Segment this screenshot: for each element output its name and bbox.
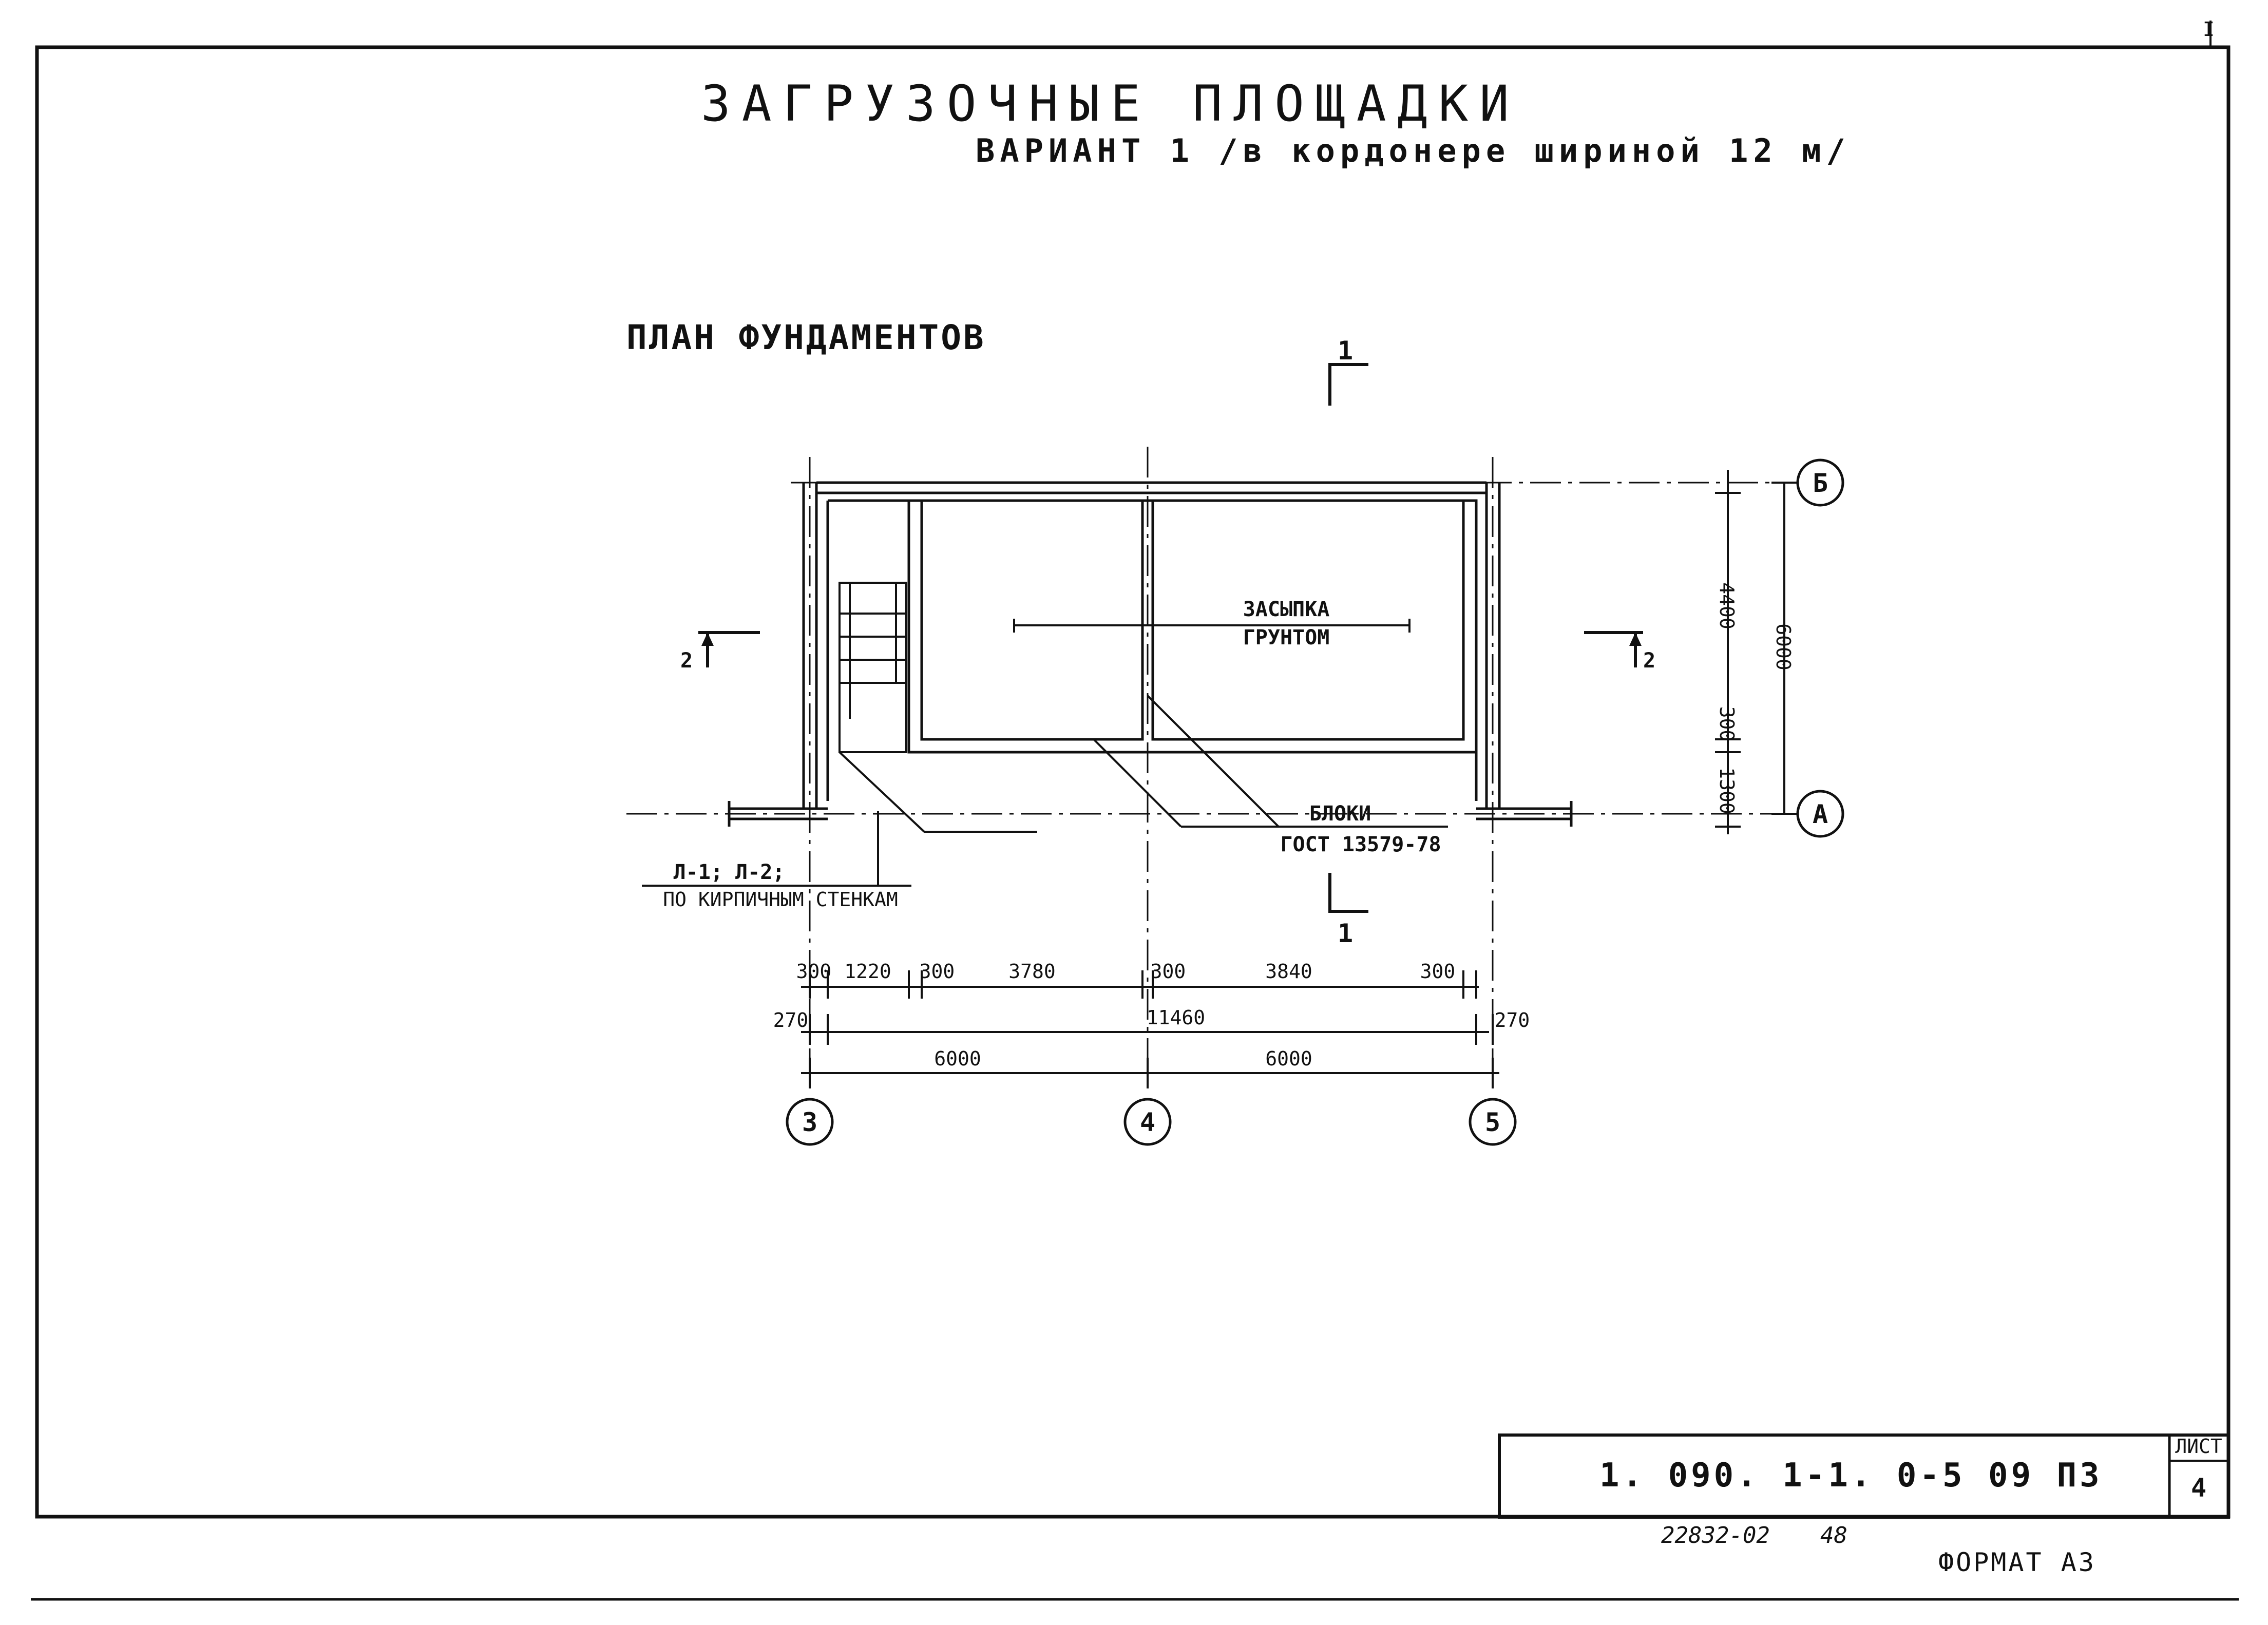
axis-bubbles-bottom: 3 4 5 — [786, 1098, 1517, 1146]
stair — [838, 582, 907, 753]
dimension-row-2: 270 11460 270 — [773, 1006, 1530, 1045]
dim-r3-0: 6000 — [934, 1047, 981, 1070]
dim-r2-1: 11460 — [1147, 1006, 1205, 1029]
dimension-row-3: 6000 6000 — [801, 1047, 1499, 1088]
axis-label-a: А — [1813, 799, 1828, 829]
blocks-label-line2: ГОСТ 13579-78 — [1280, 833, 1441, 856]
title-block: 1. 090. 1-1. 0-5 09 ПЗ ЛИСТ 4 — [1498, 1433, 2230, 1519]
format-label: ФОРМАТ А3 — [1938, 1547, 2096, 1577]
dimension-vertical: 4400 300 1300 6000 — [1715, 470, 1797, 834]
dim-r1-5: 3840 — [1265, 960, 1312, 983]
drawing-subtitle: ВАРИАНТ 1 /в кордонере шириной 12 м/ — [976, 132, 1851, 169]
axis-label-5: 5 — [1485, 1107, 1500, 1137]
sheet-label: ЛИСТ — [2175, 1435, 2222, 1458]
fill-label-line2: ГРУНТОМ — [1243, 626, 1330, 649]
drawing-title: ЗАГРУЗОЧНЫЕ ПЛОЩАДКИ — [701, 75, 1520, 132]
plan-title: ПЛАН ФУНДАМЕНТОВ — [626, 318, 986, 357]
axis-label-b: Б — [1813, 468, 1828, 498]
axis-lines — [626, 447, 1792, 1088]
dim-r1-1: 1220 — [844, 960, 891, 983]
walls-callout: Л-1; Л-2; ПО КИРПИЧНЫМ СТЕНКАМ — [642, 751, 1037, 911]
dim-r1-3: 3780 — [1008, 960, 1056, 983]
blocks-label-line1: БЛОКИ — [1309, 802, 1371, 826]
section-2-left-label: 2 — [680, 649, 693, 673]
fill-callout: ЗАСЫПКА ГРУНТОМ — [1013, 598, 1411, 649]
dim-r3-1: 6000 — [1265, 1047, 1312, 1070]
section-1-top-label: 1 — [1338, 336, 1353, 366]
section-mark-2: 2 2 — [680, 631, 1655, 673]
dim-v-3: 6000 — [1772, 623, 1795, 671]
corner-mark: I — [2203, 18, 2215, 41]
dim-v-1: 300 — [1716, 706, 1738, 742]
dim-r2-2: 270 — [1495, 1009, 1530, 1031]
section-mark-1: 1 1 — [1328, 336, 1368, 948]
axis-bubbles-right: Б А — [1796, 458, 1844, 838]
dim-r1-6: 300 — [1420, 960, 1456, 983]
dimension-row-1: 300 1220 300 3780 300 3840 300 — [796, 960, 1479, 999]
sheet-frame: I — [31, 18, 2239, 1601]
dim-r1-4: 300 — [1151, 960, 1186, 983]
section-1-bottom-label: 1 — [1338, 919, 1353, 948]
dim-r2-0: 270 — [773, 1009, 809, 1031]
page-reference: 48 — [1820, 1522, 1847, 1548]
dim-v-0: 4400 — [1716, 582, 1738, 629]
walls-label-line2: ПО КИРПИЧНЫМ СТЕНКАМ — [663, 888, 898, 911]
fill-label-line1: ЗАСЫПКА — [1243, 598, 1330, 621]
dim-r1-0: 300 — [796, 960, 832, 983]
section-2-right-label: 2 — [1643, 649, 1655, 673]
axis-label-4: 4 — [1140, 1107, 1155, 1137]
sheet-number: 4 — [2191, 1473, 2206, 1503]
foundation-outline — [728, 481, 1573, 827]
dim-v-2: 1300 — [1716, 767, 1738, 814]
axis-label-3: 3 — [802, 1107, 817, 1137]
dim-r1-2: 300 — [920, 960, 955, 983]
doc-code: 1. 090. 1-1. 0-5 09 ПЗ — [1599, 1457, 2103, 1495]
blocks-callout: БЛОКИ ГОСТ 13579-78 — [1093, 695, 1448, 856]
inventory-number: 22832-02 — [1661, 1522, 1770, 1548]
walls-label-line1: Л-1; Л-2; — [674, 861, 785, 884]
